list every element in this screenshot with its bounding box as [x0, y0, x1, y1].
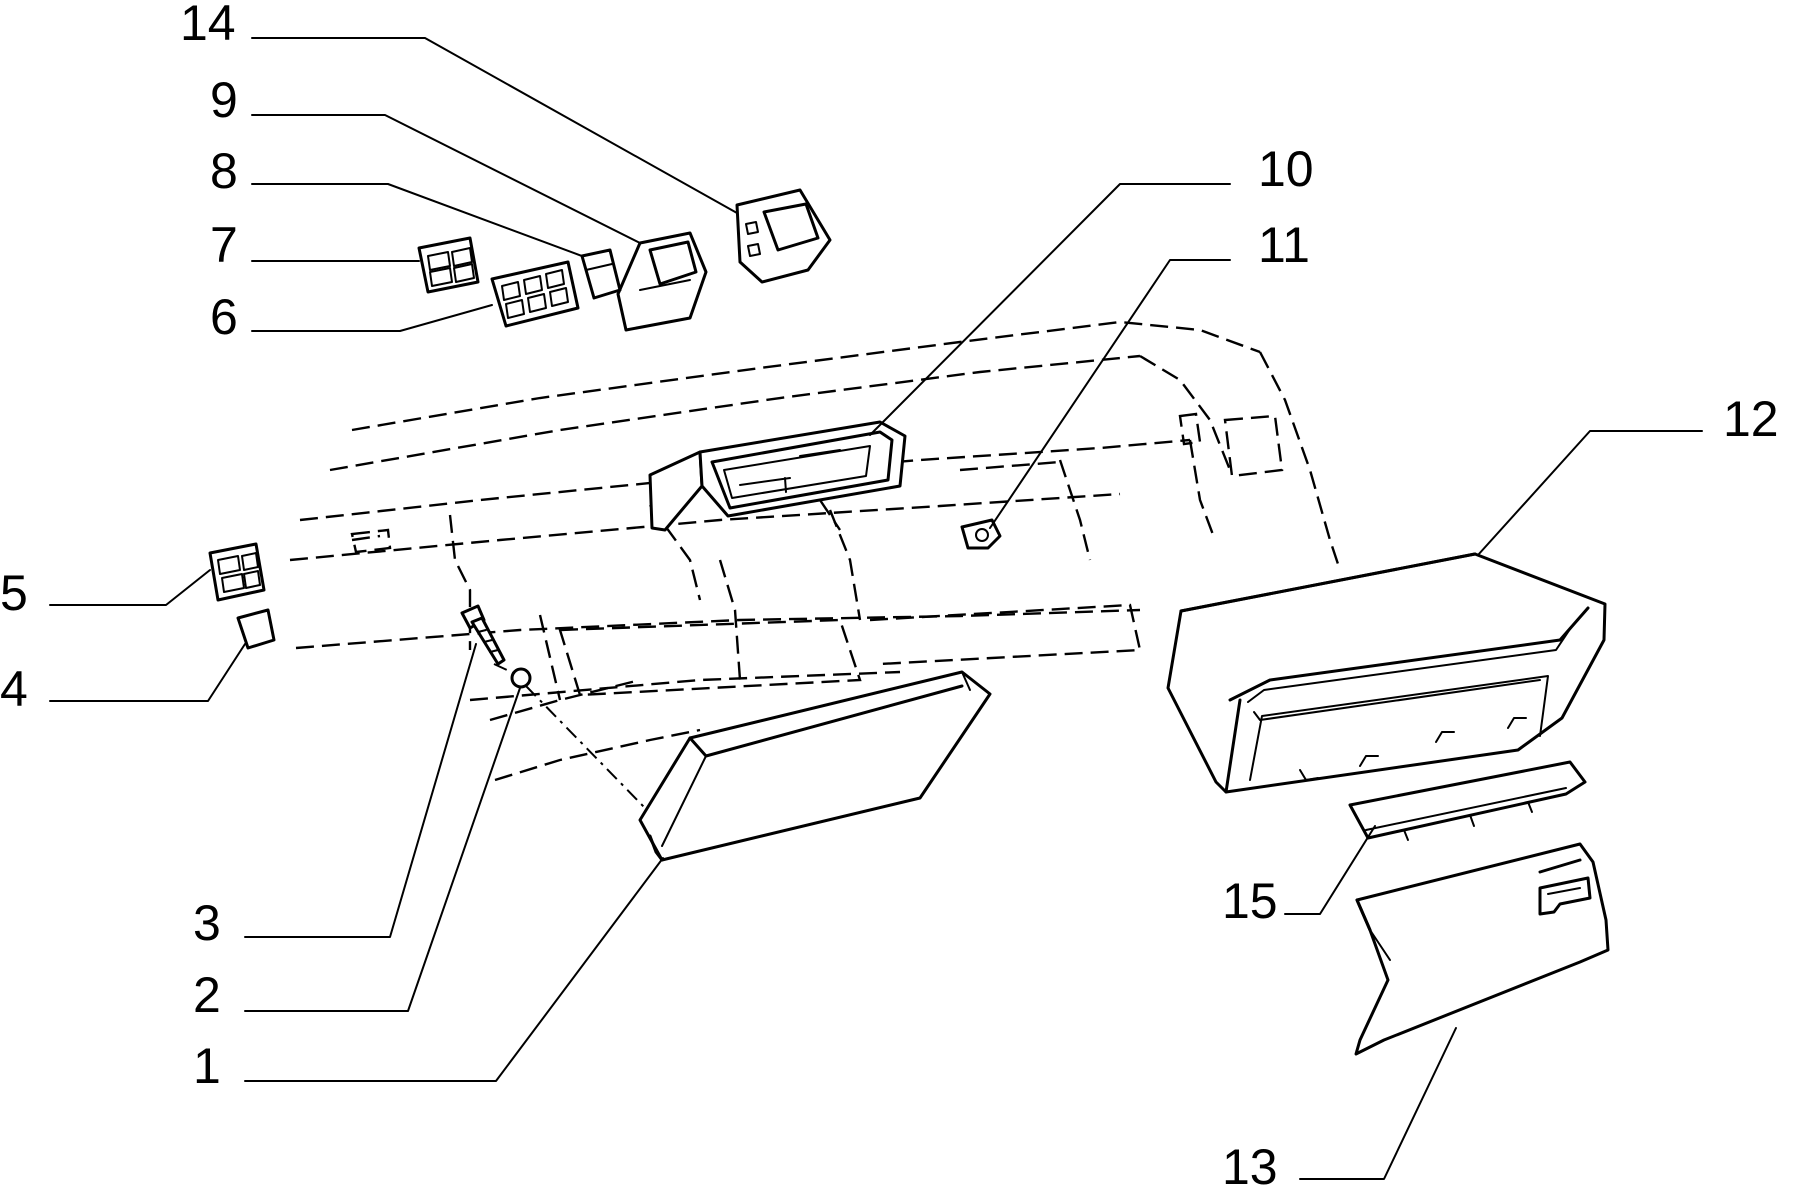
- callout-15: 15: [1222, 873, 1278, 929]
- part-10-center-vent: [648, 420, 907, 532]
- leader-9: [251, 114, 641, 244]
- callout-5: 5: [0, 565, 28, 621]
- leader-10: [869, 183, 1231, 436]
- callout-14: 14: [180, 0, 236, 51]
- part-2-washer: [510, 667, 532, 689]
- part-5-small-switch: [208, 542, 266, 602]
- part-8-connector: [580, 248, 622, 300]
- leader-1: [244, 857, 664, 1082]
- callout-8: 8: [210, 143, 238, 199]
- leader-5: [49, 569, 211, 606]
- callout-7: 7: [210, 217, 238, 273]
- callout-12: 12: [1723, 391, 1779, 447]
- part-3-screw: [460, 604, 506, 666]
- callout-11: 11: [1258, 217, 1310, 273]
- leader-14: [251, 37, 738, 214]
- leader-13: [1299, 1027, 1457, 1180]
- leader-3: [244, 643, 477, 938]
- part-4-blank-cap: [236, 608, 276, 650]
- callout-4: 4: [0, 661, 28, 717]
- callout-6: 6: [210, 289, 238, 345]
- leader-15: [1284, 825, 1376, 915]
- leader-4: [49, 643, 246, 702]
- part-1-glovebox-lid: [638, 670, 992, 862]
- callout-9: 9: [210, 72, 238, 128]
- part-7-double-switch: [417, 236, 480, 294]
- callout-10: 10: [1258, 141, 1314, 197]
- leader-11: [989, 259, 1231, 529]
- leader-6: [251, 304, 493, 332]
- part-13-glovebox-door: [1354, 842, 1610, 1056]
- callout-13: 13: [1222, 1139, 1278, 1186]
- part-12-glovebox-bin: [1166, 552, 1607, 794]
- leader-8: [251, 183, 583, 257]
- callout-3: 3: [193, 895, 221, 951]
- part-6-switch-panel: [490, 260, 580, 328]
- part-9-switch-body: [616, 231, 708, 332]
- assembly-line-screw: [493, 663, 521, 677]
- callout-1: 1: [193, 1038, 221, 1094]
- leader-12: [1477, 430, 1703, 556]
- callout-2: 2: [193, 967, 221, 1023]
- part-11-clip: [960, 518, 1002, 550]
- part-14-switch-frame: [735, 188, 832, 284]
- leader-lines: [49, 37, 1703, 1180]
- part-15-trim-strip: [1348, 760, 1587, 841]
- dashboard-outline: [289, 320, 1342, 782]
- leader-2: [244, 687, 521, 1012]
